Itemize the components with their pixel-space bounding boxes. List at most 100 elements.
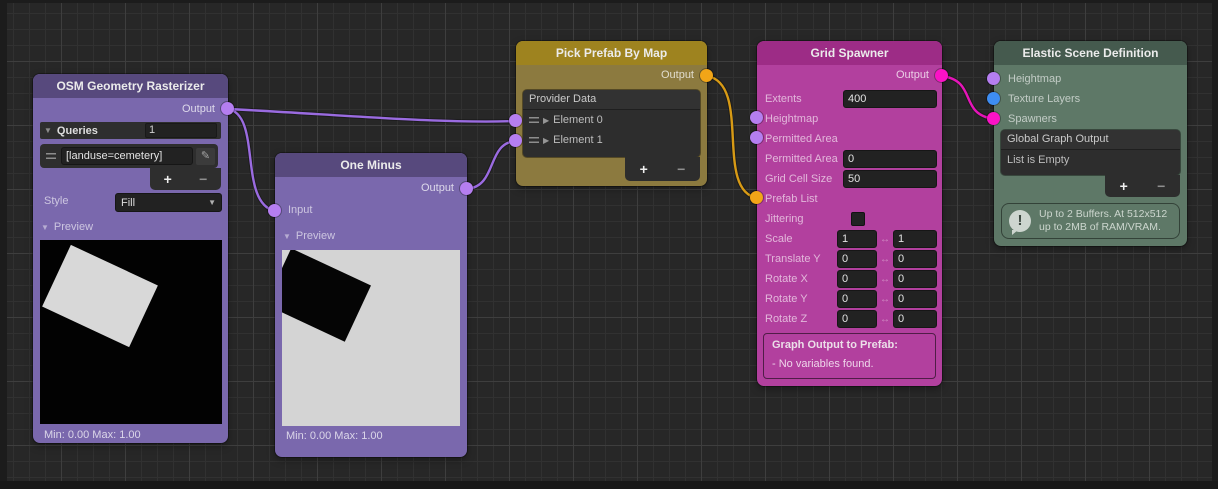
foldout-closed-icon[interactable]: ▶: [543, 135, 550, 145]
queries-count-field[interactable]: 1: [145, 123, 217, 138]
edit-icon[interactable]: ✎: [196, 147, 215, 165]
node-header[interactable]: One Minus: [275, 153, 467, 177]
canvas-edge-right: [1212, 0, 1218, 489]
rotate-x-max-field[interactable]: 0: [893, 270, 937, 288]
range-arrow-icon: ↔: [880, 233, 890, 245]
preview-label: Preview: [53, 221, 94, 233]
drag-handle-icon[interactable]: [529, 137, 539, 143]
node-title: OSM Geometry Rasterizer: [56, 79, 205, 93]
scale-max-field[interactable]: 1: [893, 230, 937, 248]
queries-foldout-bar[interactable]: ▼ Queries 1: [40, 122, 221, 139]
grid-spawner-properties: Extents 400 Heightmap Permitted Area Per…: [757, 89, 942, 329]
canvas-edge-left: [0, 0, 7, 489]
rotate-z-max-field[interactable]: 0: [893, 310, 937, 328]
dropdown-arrow-icon: ▼: [208, 198, 216, 207]
port-grid-prefab-list-input[interactable]: [750, 191, 763, 204]
jittering-checkbox[interactable]: [851, 212, 865, 226]
output-port-label: Output: [420, 182, 454, 194]
node-grid-spawner[interactable]: Grid Spawner Output Extents 400 Heightma…: [757, 41, 942, 386]
preview-foldout[interactable]: ▼ Preview: [283, 230, 335, 242]
translate-y-max-field[interactable]: 0: [893, 250, 937, 268]
add-element-button[interactable]: +: [639, 161, 648, 177]
permitted-area-port-label: Permitted Area: [765, 133, 838, 145]
wire-osm-to-oneminus[interactable]: [227, 107, 276, 213]
port-pick-element0-input[interactable]: [509, 114, 522, 127]
wire-pick-to-prefablist[interactable]: [706, 74, 758, 200]
style-dropdown[interactable]: Fill ▼: [115, 193, 222, 212]
range-arrow-icon: ↔: [880, 273, 890, 285]
remove-query-button[interactable]: −: [199, 171, 208, 187]
foldout-open-icon[interactable]: ▼: [44, 126, 52, 135]
query-input[interactable]: [landuse=cemetery]: [61, 147, 193, 165]
memory-info-box: ! Up to 2 Buffers. At 512x512 up to 2MB …: [1001, 203, 1180, 239]
port-elastic-heightmap-input[interactable]: [987, 72, 1000, 85]
spawners-port-label: Spawners: [1008, 113, 1057, 125]
heightmap-port-label: Heightmap: [765, 113, 819, 125]
port-pick-element1-input[interactable]: [509, 134, 522, 147]
range-arrow-icon: ↔: [880, 253, 890, 265]
port-oneminus-input[interactable]: [268, 204, 281, 217]
provider-data-list: Provider Data ▶ Element 0 ▶ Element 1: [523, 90, 700, 157]
scale-label: Scale: [765, 233, 793, 245]
global-graph-output-list: Global Graph Output List is Empty: [1001, 130, 1180, 175]
list-item-element0[interactable]: ▶ Element 0: [523, 110, 700, 130]
global-graph-output-title: Global Graph Output: [1001, 130, 1180, 150]
rotate-z-min-field[interactable]: 0: [837, 310, 877, 328]
list-item-element1[interactable]: ▶ Element 1: [523, 130, 700, 150]
node-header[interactable]: Elastic Scene Definition: [994, 41, 1187, 65]
permitted-area-label: Permitted Area: [765, 153, 838, 165]
drag-handle-icon[interactable]: [46, 153, 56, 159]
rotate-x-row: Rotate X 0 ↔ 0: [757, 269, 942, 289]
wire-osm-to-element0[interactable]: [227, 107, 517, 123]
node-header[interactable]: Grid Spawner: [757, 41, 942, 65]
list-empty-label: List is Empty: [1007, 154, 1070, 166]
rotate-y-min-field[interactable]: 0: [837, 290, 877, 308]
element-label: Element 1: [553, 134, 603, 146]
remove-output-button[interactable]: −: [1157, 178, 1166, 194]
port-grid-output[interactable]: [935, 69, 948, 82]
foldout-open-icon[interactable]: ▼: [283, 231, 291, 241]
port-grid-heightmap-input[interactable]: [750, 111, 763, 124]
preview-foldout[interactable]: ▼ Preview: [41, 221, 93, 233]
port-elastic-spawners-input[interactable]: [987, 112, 1000, 125]
node-header[interactable]: OSM Geometry Rasterizer: [33, 74, 228, 98]
rotate-x-min-field[interactable]: 0: [837, 270, 877, 288]
list-empty-row: List is Empty: [1001, 150, 1180, 170]
add-query-button[interactable]: +: [163, 171, 172, 187]
grid-cell-size-field[interactable]: 50: [843, 170, 937, 188]
preview-label: Preview: [295, 230, 336, 242]
translate-y-min-field[interactable]: 0: [837, 250, 877, 268]
port-elastic-texture-layers-input[interactable]: [987, 92, 1000, 105]
rasterized-polygon-shape: [42, 244, 158, 348]
node-one-minus[interactable]: One Minus Output Input ▼ Preview Min: 0.…: [275, 153, 467, 457]
list-size-controls: + −: [1105, 175, 1180, 197]
node-title: Pick Prefab By Map: [555, 46, 668, 60]
prefab-list-port-label: Prefab List: [765, 193, 818, 205]
style-dropdown-value: Fill: [121, 196, 136, 209]
add-output-button[interactable]: +: [1119, 178, 1128, 194]
style-label: Style: [44, 195, 69, 207]
port-oneminus-output[interactable]: [460, 182, 473, 195]
drag-handle-icon[interactable]: [529, 117, 539, 123]
node-elastic-scene-definition[interactable]: Elastic Scene Definition Heightmap Textu…: [994, 41, 1187, 246]
grid-cell-size-row: Grid Cell Size 50: [757, 169, 942, 189]
node-header[interactable]: Pick Prefab By Map: [516, 41, 707, 65]
port-grid-permitted-area-input[interactable]: [750, 131, 763, 144]
wire-grid-to-spawners[interactable]: [941, 74, 995, 121]
wire-oneminus-to-element1[interactable]: [466, 139, 517, 191]
foldout-open-icon[interactable]: ▼: [41, 222, 49, 232]
minmax-readout: Min: 0.00 Max: 1.00: [286, 430, 383, 442]
port-pick-output[interactable]: [700, 69, 713, 82]
rotate-y-max-field[interactable]: 0: [893, 290, 937, 308]
permitted-area-field[interactable]: 0: [843, 150, 937, 168]
list-size-controls: + −: [625, 157, 700, 181]
foldout-closed-icon[interactable]: ▶: [543, 115, 550, 125]
port-osm-output[interactable]: [221, 102, 234, 115]
extents-field[interactable]: 400: [843, 90, 937, 108]
node-osm-geometry-rasterizer[interactable]: OSM Geometry Rasterizer Output ▼ Queries…: [33, 74, 228, 443]
scale-min-field[interactable]: 1: [837, 230, 877, 248]
remove-element-button[interactable]: −: [677, 161, 686, 177]
node-pick-prefab-by-map[interactable]: Pick Prefab By Map Output Provider Data …: [516, 41, 707, 186]
